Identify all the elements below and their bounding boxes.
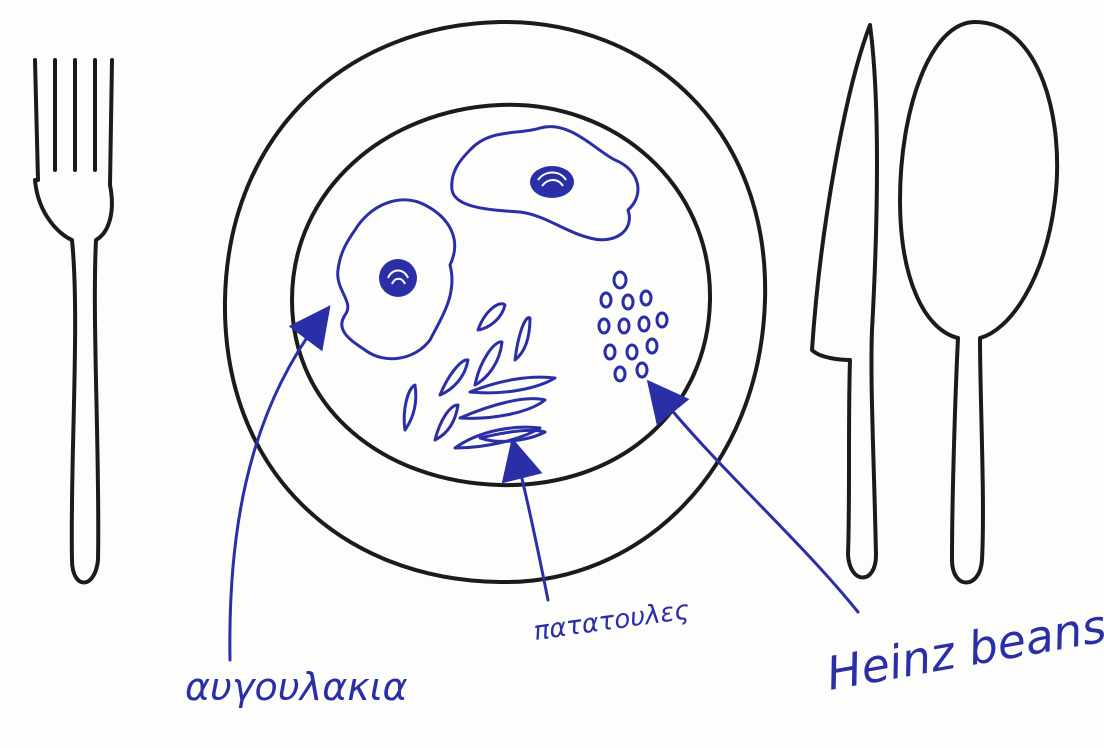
- fried-egg-icon: [452, 127, 638, 240]
- fried-egg-icon: [338, 200, 455, 359]
- knife-icon: [812, 25, 877, 578]
- plate-icon: [225, 22, 765, 582]
- fork-icon: [35, 60, 112, 583]
- spoon-icon: [900, 22, 1057, 583]
- beans-arrow: [660, 396, 858, 612]
- potato-wedges-icon: [404, 304, 555, 448]
- beans-icon: [599, 272, 667, 381]
- eggs-arrow: [230, 322, 318, 660]
- potatoes-label: πατατουλες: [532, 595, 692, 647]
- eggs-label: αυγουλακια: [185, 665, 408, 709]
- annotation-arrows: [230, 322, 858, 660]
- beans-label: Heinz beans: [823, 599, 1104, 701]
